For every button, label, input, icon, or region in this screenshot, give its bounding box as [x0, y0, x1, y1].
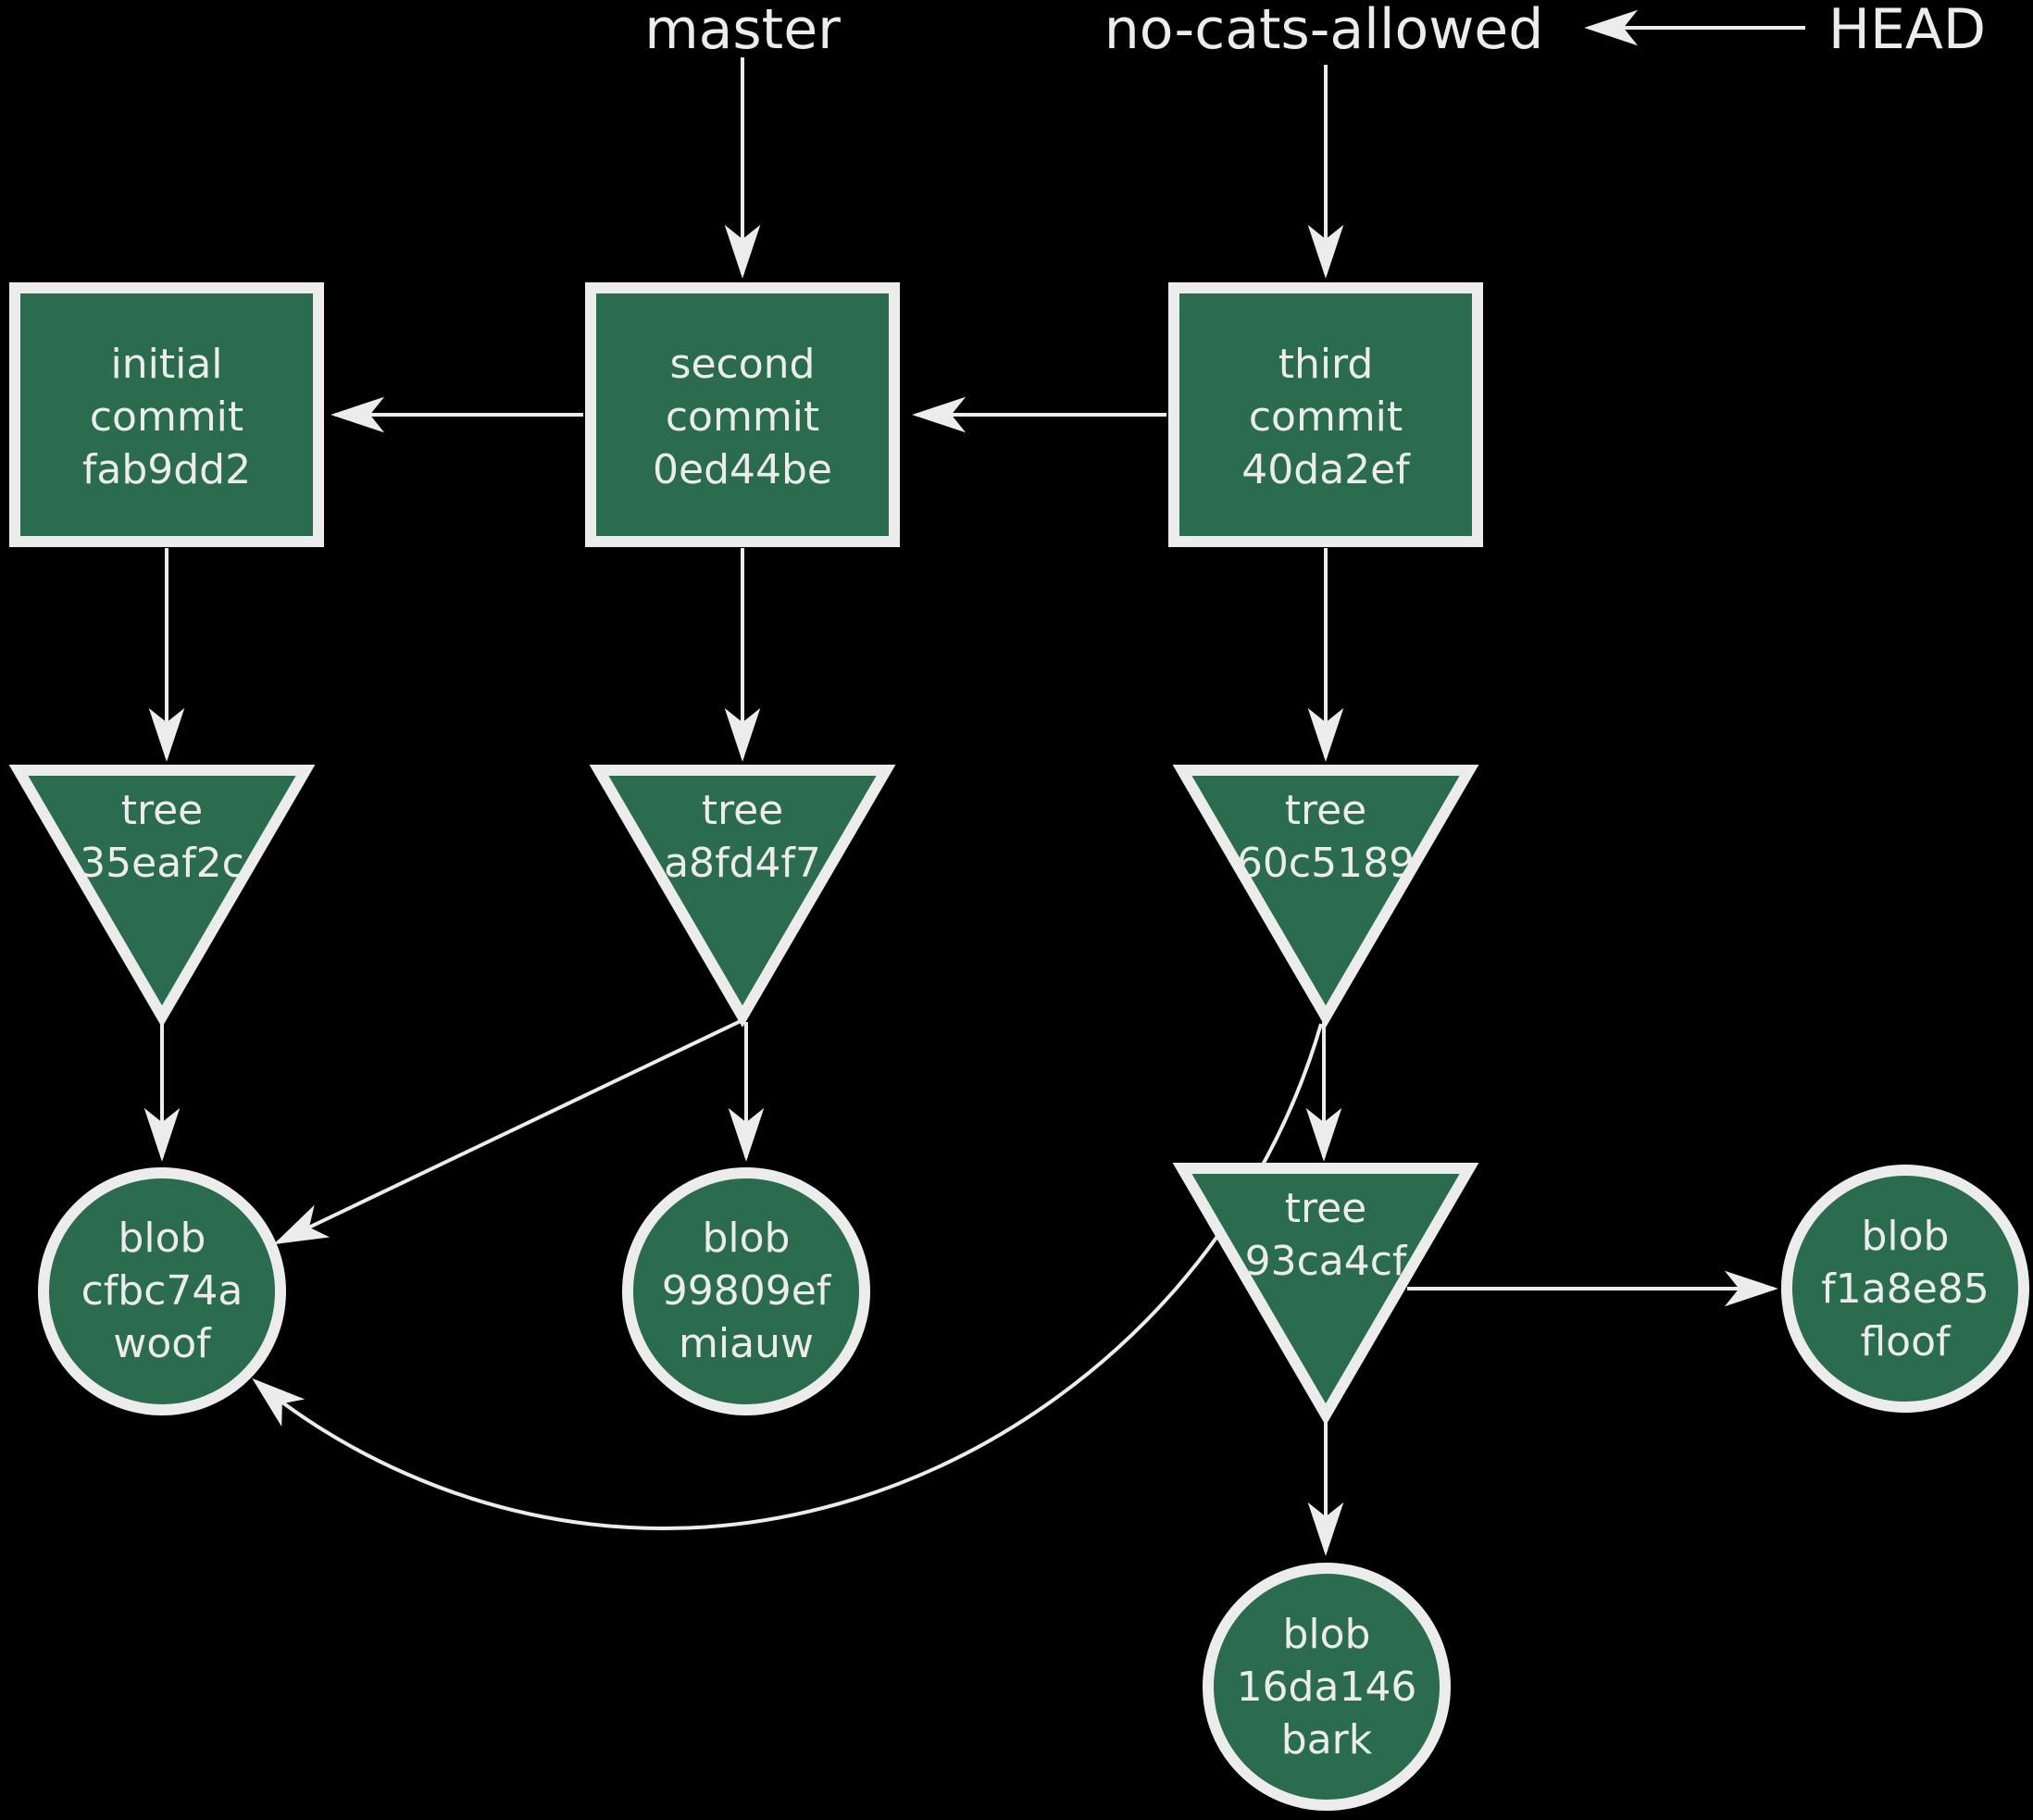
- tree-35eaf2c-label: tree: [121, 787, 204, 834]
- blob-woof-circle: [38, 1167, 286, 1415]
- tree-60c5189-label: tree: [1285, 787, 1367, 834]
- blob-woof-name: woof: [113, 1320, 212, 1367]
- blob-floof-name: floof: [1860, 1318, 1952, 1365]
- tree-93ca4cf-label: tree: [1285, 1185, 1367, 1232]
- tree-93ca4cf-hash: 93ca4cf: [1245, 1238, 1408, 1285]
- blob-miauw-hash: 99809ef: [662, 1267, 832, 1315]
- blob-floof-circle: [1781, 1165, 2029, 1413]
- blob-miauw-name: miauw: [679, 1320, 814, 1367]
- head-label: HEAD: [1828, 0, 1986, 62]
- commit-second-line1: second: [670, 341, 816, 388]
- tree-35eaf2c-triangle: [8, 765, 316, 1028]
- commit-third-line2: commit: [1249, 393, 1403, 441]
- blob-bark-label: blob: [1282, 1611, 1370, 1658]
- commit-initial-line1: initial: [111, 341, 223, 388]
- tree-60c5189-triangle: [1172, 765, 1479, 1028]
- tree-a8fd4f7-triangle: [589, 765, 896, 1028]
- blob-woof-hash: cfbc74a: [81, 1267, 243, 1315]
- blob-woof-label: blob: [118, 1215, 206, 1262]
- commit-third-line1: third: [1278, 341, 1374, 388]
- blob-miauw-circle: [622, 1167, 870, 1415]
- commit-second-box: [585, 282, 900, 547]
- tree-a8fd4f7-hash: a8fd4f7: [664, 840, 821, 887]
- tree-60c5189-hash: 60c5189: [1237, 840, 1415, 887]
- blob-bark-hash: 16da146: [1237, 1664, 1417, 1711]
- tree-93ca4cf-triangle: [1172, 1163, 1479, 1426]
- blob-floof-hash: f1a8e85: [1821, 1265, 1989, 1313]
- edge-tree-a8-to-blob-woof: [273, 1018, 743, 1245]
- commit-second-line2: commit: [666, 393, 819, 441]
- commit-initial-hash: fab9dd2: [82, 446, 251, 493]
- blob-bark-circle: [1203, 1563, 1451, 1811]
- commit-second-hash: 0ed44be: [653, 446, 832, 493]
- master-label: master: [644, 0, 841, 62]
- commit-initial-box: [9, 282, 324, 547]
- commit-initial-line2: commit: [90, 393, 243, 441]
- blob-floof-label: blob: [1861, 1213, 1949, 1260]
- tree-35eaf2c-hash: 35eaf2c: [80, 840, 244, 887]
- edge-tree60-to-blob-woof-curve: [252, 1023, 1323, 1530]
- blob-miauw-label: blob: [702, 1215, 790, 1262]
- branch-label: no-cats-allowed: [1104, 0, 1544, 62]
- blob-bark-name: bark: [1281, 1716, 1373, 1764]
- commit-third-box: [1168, 282, 1483, 547]
- tree-a8fd4f7-label: tree: [702, 787, 784, 834]
- commit-third-hash: 40da2ef: [1241, 446, 1411, 493]
